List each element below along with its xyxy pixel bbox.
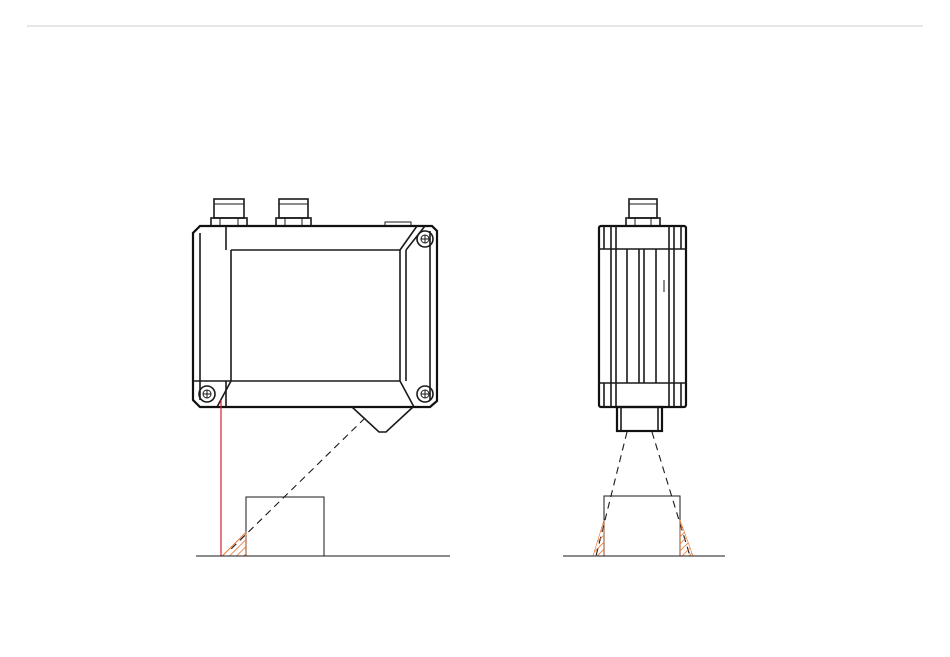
front-shadow-right xyxy=(680,520,693,556)
side-view xyxy=(193,199,450,556)
receiver-line-of-sight xyxy=(230,418,365,550)
connector-left xyxy=(211,199,247,226)
front-target-object xyxy=(604,496,680,556)
target-object xyxy=(246,497,324,556)
front-shadow-left xyxy=(593,520,604,556)
front-housing xyxy=(599,226,686,407)
front-view xyxy=(563,199,725,556)
mounting-hole-bottom-left xyxy=(199,386,215,402)
front-connector xyxy=(626,199,660,226)
receiver-prism xyxy=(352,407,413,432)
front-lens xyxy=(617,407,662,431)
shadow-zone xyxy=(222,532,246,556)
connector-right xyxy=(276,199,311,226)
